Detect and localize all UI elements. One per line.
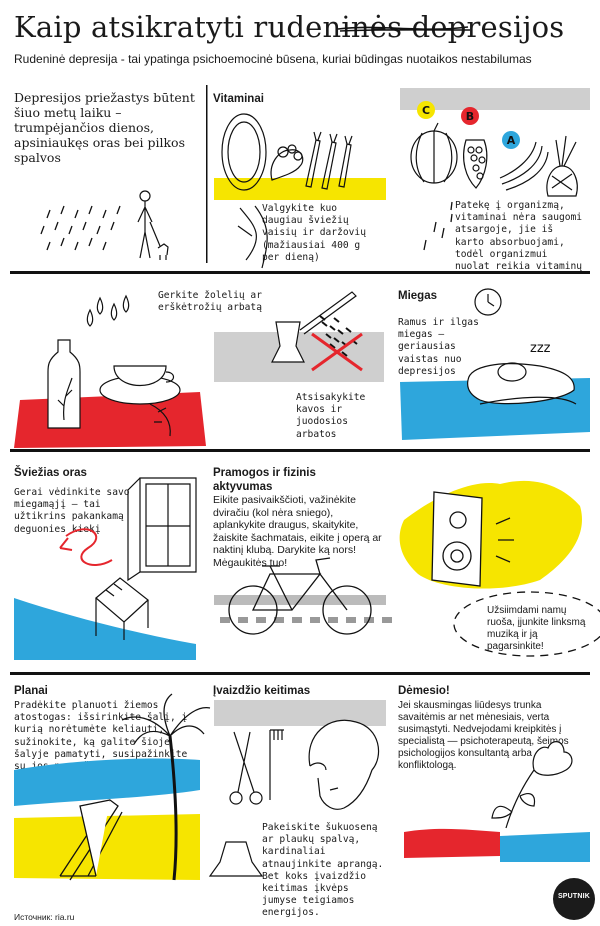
raindrops <box>40 205 121 251</box>
pumpkin <box>410 130 458 184</box>
grapes <box>463 139 488 189</box>
plans-text: Pradėkite planuoti žiemos atostogas: išs… <box>14 700 188 797</box>
red-stripe <box>14 392 206 448</box>
comb <box>269 729 284 800</box>
sleep-text: Ramus ir ilgas miegas — geriausias vaist… <box>398 317 479 377</box>
attention-text: Jei skausmingas liūdesys trunka savaitėm… <box>398 700 569 771</box>
vitamin-c-circle <box>417 101 435 119</box>
broccoli <box>270 149 304 181</box>
page-title: Kaip atsikratyti rudeninės depresijos <box>14 10 565 44</box>
fresh-air-text: Gerai vėdinkite savo miegamąjį — tai užt… <box>14 487 130 535</box>
plate <box>221 113 267 191</box>
saucer <box>99 375 181 405</box>
blue-wave <box>14 598 196 660</box>
leaves <box>491 793 536 819</box>
pineapple <box>546 165 578 197</box>
speaker <box>431 491 483 587</box>
vitamins-note: Patekę į organizmą, vitaminai nėra saugo… <box>455 200 583 273</box>
vitamin-b-label: B <box>466 110 474 123</box>
image-change-heading: Įvaizdžio keitimas <box>213 685 311 697</box>
alarm-clock <box>474 288 502 316</box>
herb-sprig <box>149 403 171 437</box>
zzz-text: zzz <box>530 341 551 356</box>
yellow-stripe <box>214 178 386 200</box>
music-text: Užsiimdami namų ruoša, įjunkite linksmą … <box>487 605 586 652</box>
head <box>497 362 527 382</box>
coffee-beans <box>319 315 358 357</box>
gray-stripe-3 <box>214 700 386 726</box>
sputnik-logo: SPUTNIK <box>553 878 595 920</box>
vitamins-text: Valgykite kuo daugiau šviežių vaisių ir … <box>262 203 366 263</box>
tea-illustration <box>14 294 206 448</box>
source-note: Источник: ria.ru <box>14 912 75 922</box>
blue-stripe <box>400 378 590 440</box>
carrots <box>305 139 352 190</box>
logo-text: SPUTNIK <box>557 893 591 900</box>
fun-text: Eikite pasivaikščioti, važinėkite dvirač… <box>213 494 382 569</box>
page-subtitle: Rudeninė depresija - tai ypatinga psicho… <box>14 52 532 66</box>
vitamin-a-circle <box>502 131 520 149</box>
coffee-text: Atsisakykite kavos ir juodosios arbatos <box>296 392 366 440</box>
tea-text: Gerkite žolelių ar erškėtrožių arbatą <box>158 290 262 314</box>
bullet-strokes <box>423 201 453 251</box>
front-wheel <box>322 585 372 635</box>
image-change-text: Pakeiskite šukuoseną ar plaukų spalvą, k… <box>262 822 384 919</box>
vitamin-a-label: A <box>507 134 516 147</box>
vitamins-heading: Vitaminai <box>213 93 264 105</box>
row-divider-2 <box>10 449 590 452</box>
face-profile <box>308 719 380 810</box>
bottle <box>47 339 81 429</box>
bed <box>95 577 149 623</box>
cezve <box>271 321 305 363</box>
plans-heading: Planai <box>14 685 48 697</box>
row-divider-3 <box>10 672 590 675</box>
bananas <box>499 141 549 191</box>
red-cross <box>311 332 363 372</box>
yellow-sand <box>14 814 200 880</box>
deck-chair <box>59 799 123 881</box>
cezve-handle <box>299 291 357 335</box>
rear-wheel <box>228 585 278 635</box>
column-separator <box>206 85 208 263</box>
fun-heading: Pramogos ir fizinis aktyvumas <box>213 467 316 493</box>
blue-stripe-2 <box>500 832 590 862</box>
sound-lines <box>495 517 514 563</box>
intro-text: Depresijos priežastys būtent šiuo metų l… <box>14 90 195 165</box>
drops <box>86 294 130 327</box>
gray-stripe-2 <box>214 332 384 382</box>
dress <box>208 841 264 877</box>
rainy-man-illustration <box>40 190 169 260</box>
yellow-splash <box>399 480 582 589</box>
fresh-air-heading: Šviežias oras <box>14 467 87 479</box>
teacup <box>113 365 167 386</box>
vitamin-b-circle <box>461 107 479 125</box>
red-stripe-2 <box>404 828 500 858</box>
scissors <box>233 731 255 793</box>
row-divider-1 <box>10 271 590 274</box>
vitamin-c-label: C <box>422 104 430 117</box>
sleep-heading: Miegas <box>398 290 437 302</box>
gray-stripe <box>400 88 590 110</box>
attention-heading: Dėmesio! <box>398 685 450 697</box>
bicycle-illustration <box>214 557 392 635</box>
window <box>139 477 197 573</box>
flower-stem <box>505 769 535 829</box>
